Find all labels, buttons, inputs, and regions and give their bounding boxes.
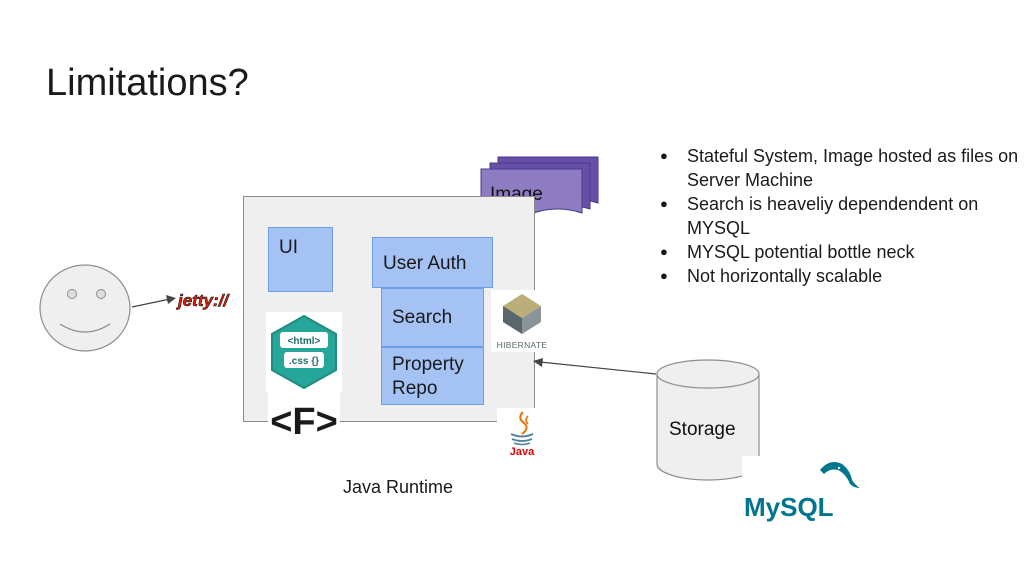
jetty-logo-text: jetty://	[176, 291, 230, 310]
property-repo-label: Property Repo	[392, 354, 464, 399]
java-runtime-label: Java Runtime	[343, 477, 454, 497]
user-auth-label: User Auth	[383, 253, 467, 274]
hibernate-logo-text: HIBERNATE	[497, 340, 548, 350]
storage-to-hibernate-arrow	[533, 358, 657, 375]
ui-component: UI	[268, 227, 333, 292]
storage-label: Storage	[669, 419, 736, 440]
jetty-logo-icon: jetty://	[176, 291, 231, 311]
ui-label: UI	[279, 237, 298, 258]
limitation-item: MYSQL potential bottle neck	[660, 240, 1020, 264]
java-logo-text: Java	[510, 446, 535, 458]
slide-title: Limitations?	[46, 62, 249, 104]
html-css-badge-icon: <html> .css {}	[266, 312, 342, 392]
storage-cylinder	[656, 359, 760, 481]
user-smiley-icon	[39, 264, 131, 352]
property-repo-component: Property Repo	[381, 347, 484, 405]
hibernate-logo-icon: HIBERNATE	[491, 290, 553, 352]
limitations-list: Stateful System, Image hosted as files o…	[660, 144, 1020, 288]
html-badge-line2: .css {}	[289, 356, 319, 367]
limitation-item: Search is heaveliy dependendent on MYSQL	[660, 192, 1020, 240]
limitation-item: Stateful System, Image hosted as files o…	[660, 144, 1020, 192]
search-component: Search	[381, 288, 484, 347]
mysql-logo-icon: MySQL	[742, 456, 868, 522]
user-to-jetty-arrow	[131, 295, 176, 308]
java-logo-icon: Java	[497, 408, 547, 460]
freemarker-logo-icon: <F>	[270, 401, 338, 443]
mysql-logo-text: MySQL	[744, 492, 834, 522]
search-label: Search	[392, 307, 453, 328]
html-badge-line1: <html>	[288, 336, 321, 347]
limitation-item: Not horizontally scalable	[660, 264, 1020, 288]
user-auth-component: User Auth	[372, 237, 493, 288]
freemarker-logo-text: <F>	[270, 401, 338, 443]
